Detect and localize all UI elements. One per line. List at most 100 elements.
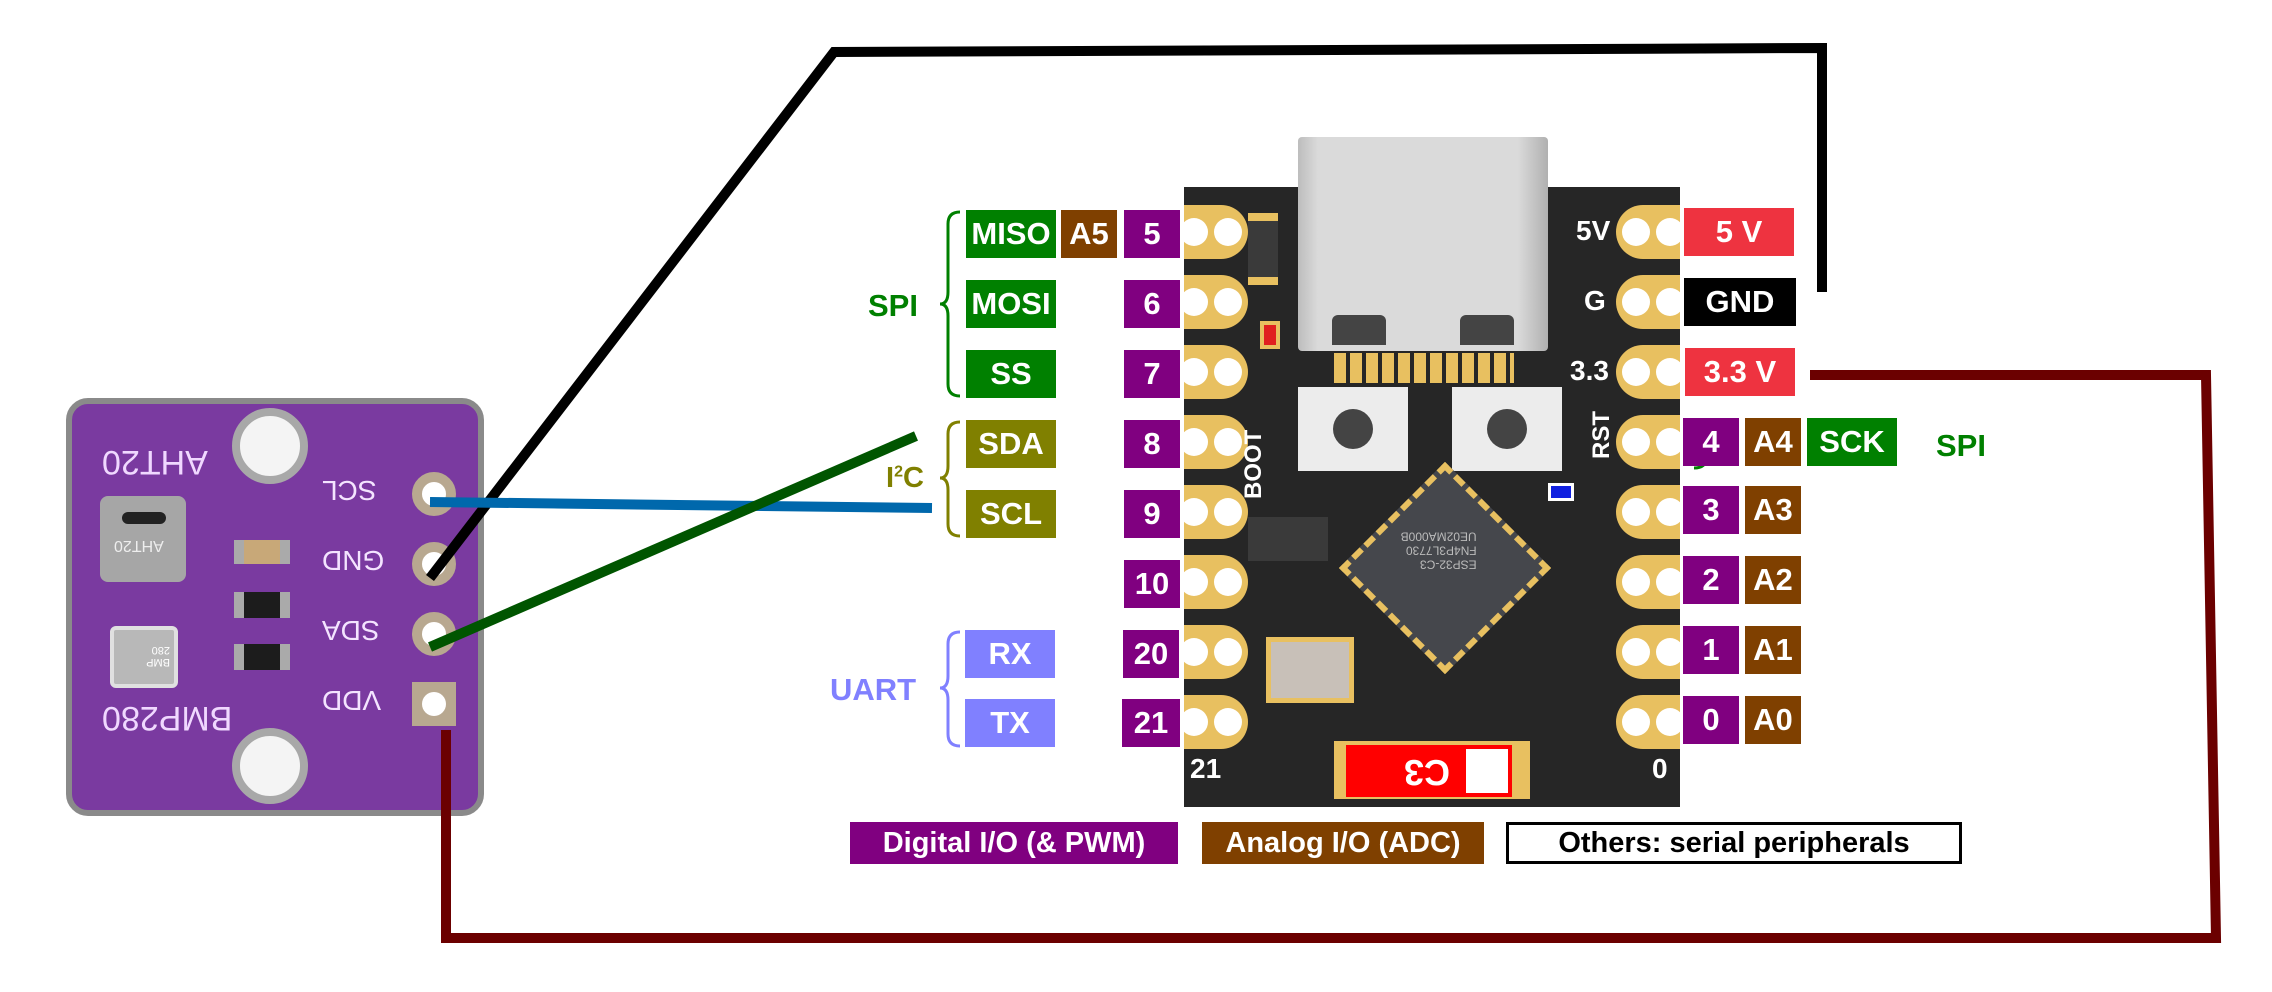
label-tx: TX: [965, 699, 1055, 747]
sensor-pin-scl[interactable]: [412, 472, 456, 516]
mounting-hole-top: [232, 408, 308, 484]
mcu-pad-right-4[interactable]: [1616, 415, 1684, 469]
mcu-board: BOOT RST ESP32-C3 FN4P3L7730 UE02MA000B …: [1180, 137, 1684, 807]
usb-c-tab-left: [1332, 315, 1386, 345]
mcu-pad-left-10[interactable]: [1180, 555, 1248, 609]
sensor-pin-label-vdd: VDD: [322, 685, 382, 716]
bmp280-chip: BMP 280: [110, 626, 178, 688]
silk-g: G: [1584, 285, 1606, 316]
mcu-pad-right-1[interactable]: [1616, 625, 1684, 679]
label-gpio0: 0: [1683, 696, 1739, 744]
sensor-pin-label-gnd: GND: [322, 545, 385, 576]
bmp280-chip-marking: BMP 280: [146, 644, 170, 668]
antenna-pad: [1466, 749, 1508, 793]
sensor-pin-label-scl: SCL: [322, 475, 377, 506]
label-a2: A2: [1745, 556, 1801, 604]
label-gpio20: 20: [1123, 630, 1179, 678]
boot-button[interactable]: [1298, 387, 1408, 471]
regulator: [1248, 517, 1328, 561]
boot-button-cap: [1333, 409, 1373, 449]
sensor-pin-vdd[interactable]: [412, 682, 456, 726]
sensor-pin-sda[interactable]: [412, 612, 456, 656]
i2c-c: C: [902, 462, 924, 494]
sensor-module: AHT20 AHT20 BMP 280 BMP280 SCL GND SDA V…: [66, 398, 484, 816]
mcu-pad-left-9[interactable]: [1180, 485, 1248, 539]
chip-marking-line-3: UE02MA000B: [1400, 529, 1477, 544]
capacitor: [234, 540, 290, 564]
group-label-uart: UART: [830, 672, 917, 707]
aht20-chip-marking: AHT20: [114, 537, 164, 554]
legend-digital: Digital I/O (& PWM): [850, 822, 1178, 864]
mcu-pad-right-3[interactable]: [1616, 485, 1684, 539]
resistor-1: [234, 592, 290, 618]
mcu-pad-right-3v3[interactable]: [1616, 345, 1684, 399]
label-a3: A3: [1745, 486, 1801, 534]
label-miso: MISO: [966, 210, 1056, 258]
label-gpio1: 1: [1683, 626, 1739, 674]
mcu-pad-left-21[interactable]: [1180, 695, 1248, 749]
label-gnd: GND: [1684, 278, 1796, 326]
mcu-pad-left-7[interactable]: [1180, 345, 1248, 399]
label-gpio6: 6: [1124, 280, 1180, 328]
wire-sda: [428, 431, 918, 652]
reset-button[interactable]: [1452, 387, 1562, 471]
label-a5: A5: [1061, 210, 1117, 258]
chip-marking: ESP32-C3 FN4P3L7730 UE02MA000B: [1401, 529, 1477, 571]
mcu-pad-left-20[interactable]: [1180, 625, 1248, 679]
aht20-chip-slot: [122, 512, 166, 524]
sensor-pin-gnd[interactable]: [412, 542, 456, 586]
mcu-pad-right-0[interactable]: [1616, 695, 1684, 749]
rst-silk-label: RST: [1588, 411, 1615, 459]
sensor-pin-vdd-hole: [422, 692, 446, 716]
legend-analog: Analog I/O (ADC): [1202, 822, 1484, 864]
group-label-spi-right: SPI: [1936, 428, 1986, 463]
label-gpio7: 7: [1124, 350, 1180, 398]
mcu-pad-left-8[interactable]: [1180, 415, 1248, 469]
label-3v3: 3.3 V: [1685, 348, 1795, 396]
label-sck: SCK: [1807, 418, 1897, 466]
rgb-led: [1548, 483, 1574, 501]
group-label-spi-left: SPI: [868, 288, 918, 323]
label-gpio9: 9: [1124, 490, 1180, 538]
label-scl: SCL: [966, 490, 1056, 538]
label-sda: SDA: [966, 420, 1056, 468]
resistor-2: [234, 644, 290, 670]
chip-marking-line-1: ESP32-C3: [1419, 557, 1477, 572]
crystal: [1266, 637, 1354, 703]
label-gpio21: 21: [1122, 699, 1180, 747]
chip-marking-line-2: FN4P3L7730: [1405, 543, 1477, 558]
label-5v: 5 V: [1684, 208, 1794, 256]
mcu-pad-right-gnd[interactable]: [1616, 275, 1684, 329]
label-gpio10: 10: [1124, 560, 1180, 608]
label-a1: A1: [1745, 626, 1801, 674]
brace-i2c-path: [939, 420, 961, 538]
usb-c-connector[interactable]: [1298, 137, 1548, 351]
label-a4: A4: [1745, 418, 1801, 466]
i2c-sup: 2: [894, 463, 903, 481]
sensor-pin-label-sda: SDA: [322, 615, 380, 646]
label-gpio8: 8: [1124, 420, 1180, 468]
mcu-pad-right-5v[interactable]: [1616, 205, 1684, 259]
mcu-pad-left-5[interactable]: [1180, 205, 1248, 259]
usb-c-tab-right: [1460, 315, 1514, 345]
aht20-silk-label: AHT20: [102, 443, 208, 481]
silk-21: 21: [1190, 753, 1222, 784]
mcu-pad-right-2[interactable]: [1616, 555, 1684, 609]
brace-spi-left-path: [939, 210, 961, 398]
power-led: [1260, 321, 1280, 349]
reset-button-cap: [1487, 409, 1527, 449]
usb-c-contacts: [1334, 353, 1514, 383]
esp32-chip: ESP32-C3 FN4P3L7730 UE02MA000B: [1338, 461, 1552, 675]
label-rx: RX: [965, 630, 1055, 678]
aht20-chip: AHT20: [100, 496, 186, 582]
mounting-hole-bottom: [232, 728, 308, 804]
wire-scl: [429, 497, 933, 513]
i2c-i: I: [886, 462, 895, 494]
silk-0: 0: [1652, 753, 1668, 784]
antenna-body: C3: [1346, 745, 1512, 797]
ceramic-antenna: C3: [1334, 741, 1530, 799]
boot-silk-label: BOOT: [1240, 429, 1267, 499]
bmp280-silk-label: BMP280: [102, 699, 233, 737]
mcu-pad-left-6[interactable]: [1180, 275, 1248, 329]
label-gpio3: 3: [1683, 486, 1739, 534]
